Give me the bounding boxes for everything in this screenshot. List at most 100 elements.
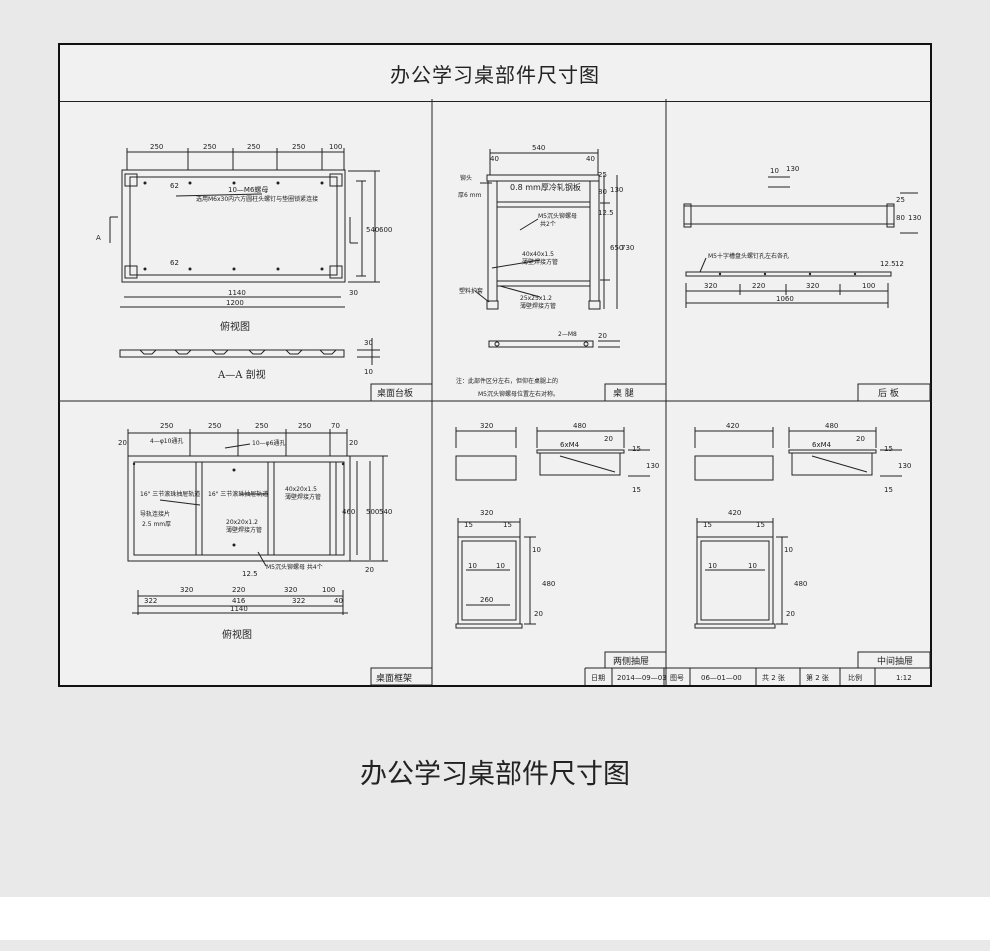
desktop-dim-1200: 1200 <box>226 299 244 307</box>
frame-dim-row2-1: 416 <box>232 597 246 605</box>
desktop-marker-a: A <box>96 234 101 242</box>
back-dim-130: 130 <box>908 214 921 222</box>
frame-note-rail1: 16" 三节滚珠抽屉轨道 <box>140 490 200 498</box>
leg-dim-12-5: 12.5 <box>598 209 614 217</box>
side-drawer-dim-20: 20 <box>604 435 613 443</box>
side-drawer-dim-480b: 480 <box>542 580 555 588</box>
frame-panel-name: 桌面框架 <box>376 672 412 684</box>
frame-dim-row1-2: 320 <box>284 586 297 594</box>
title-block-drawing-no-label: 图号 <box>670 674 684 682</box>
desktop-view-label: 俯视图 <box>220 320 250 333</box>
side-drawer-dim-260: 260 <box>480 596 493 604</box>
desktop-section-label: A—A 剖视 <box>217 368 266 381</box>
mid-drawer-dim-15c: 15 <box>703 521 712 529</box>
leg-note-left2: 厚6 mm <box>458 192 482 199</box>
side-drawer-dim-10b: 10 <box>496 562 505 570</box>
mid-drawer-dim-15a: 15 <box>884 445 893 453</box>
back-dim-1060: 1060 <box>776 295 794 303</box>
leg-panel-name: 桌 腿 <box>613 387 634 399</box>
side-drawer-dim-15d: 15 <box>503 521 512 529</box>
desktop-dim-top-4: 100 <box>329 143 342 151</box>
frame-dim-row2-0: 322 <box>144 597 157 605</box>
desktop-dim-62a: 62 <box>170 182 179 190</box>
leg-note-foot: 塑料护套 <box>459 287 483 295</box>
side-drawer-dim-15c: 15 <box>464 521 473 529</box>
leg-footnote-2: M5沉头铆螺母位置左右对称。 <box>478 390 559 398</box>
side-drawer-dim-15b: 15 <box>632 486 641 494</box>
leg-note-m8: 2—M8 <box>558 331 577 338</box>
mid-drawer-panel-name: 中间抽屉 <box>877 655 913 667</box>
desktop-dim-1140: 1140 <box>228 289 246 297</box>
leg-note-pipe1: 40x40x1.5 <box>522 251 554 258</box>
frame-note-hole1: 4—φ10通孔 <box>150 437 183 445</box>
back-dim-12: 12 <box>895 260 904 268</box>
back-dim-bottom-1: 220 <box>752 282 765 290</box>
back-dim-top-0: 10 <box>770 167 779 175</box>
mid-drawer-dim-20b: 20 <box>786 610 795 618</box>
title-block-date-value: 2014—09—03 <box>617 674 667 682</box>
back-drawing <box>683 176 918 308</box>
title-block-drawing-no-value: 06—01—00 <box>701 674 742 682</box>
title-block-date-label: 日期 <box>591 674 605 682</box>
leg-note-plate: 0.8 mm厚冷轧钢板 <box>510 182 581 192</box>
frame-dim-top-2: 250 <box>255 422 268 430</box>
leg-footnote-1: 注：此部件区分左右，但仰在桌腿上的 <box>456 377 558 385</box>
leg-note-pipe2b: 薄壁焊接方管 <box>520 302 556 310</box>
side-drawer-dim-130: 130 <box>646 462 659 470</box>
leg-name-box <box>604 383 667 402</box>
side-drawer-dim-480: 480 <box>573 422 586 430</box>
back-dim-12-5: 12.5 <box>880 260 896 268</box>
leg-note-bolt: M5沉头铆螺母 <box>538 212 577 220</box>
leg-dim-40b: 40 <box>586 155 595 163</box>
side-drawer-dim-10c: 10 <box>532 546 541 554</box>
mid-drawer-dim-420: 420 <box>726 422 739 430</box>
mid-drawer-dim-480: 480 <box>825 422 838 430</box>
frame-dim-right-1: 500 <box>366 508 379 516</box>
mid-drawer-dim-10a: 10 <box>708 562 717 570</box>
mid-drawer-dim-10b: 10 <box>748 562 757 570</box>
leg-note-pipe2: 25x25x1.2 <box>520 295 552 302</box>
drawing-sheet: 办公学习桌部件尺寸图 <box>58 43 932 687</box>
frame-note-pipe: 40x20x1.5 <box>285 486 317 493</box>
back-dim-bottom-2: 320 <box>806 282 819 290</box>
mid-drawer-dim-10c: 10 <box>784 546 793 554</box>
frame-note-pipe2: 20x20x1.2 <box>226 519 258 526</box>
side-drawer-drawing <box>455 427 650 629</box>
frame-dim-row2-3: 40 <box>334 597 343 605</box>
leg-note-pipe1b: 薄壁焊接方管 <box>522 258 558 266</box>
mid-drawer-dim-130: 130 <box>898 462 911 470</box>
frame-note-guide: 导轨连接片 <box>140 510 170 518</box>
technical-drawing: 250 250 250 250 100 1140 1200 30 62 62 1… <box>59 99 931 686</box>
frame-note-pipe-b: 薄壁焊接方管 <box>285 493 321 501</box>
title-block-sheet-no: 第 2 张 <box>806 673 829 682</box>
leg-dim-650: 650 <box>610 244 623 252</box>
desktop-section-dim-1: 10 <box>364 368 373 376</box>
desktop-dim-top-3: 250 <box>292 143 305 151</box>
back-dim-top-1: 130 <box>786 165 799 173</box>
frame-dim-right-3: 20 <box>365 566 374 574</box>
leg-dim-25: 25 <box>598 171 607 179</box>
frame-dim-row1-0: 320 <box>180 586 193 594</box>
page-caption: 办公学习桌部件尺寸图 <box>360 759 630 790</box>
leg-dim-730: 730 <box>621 244 634 252</box>
frame-dim-1140: 1140 <box>230 605 248 613</box>
frame-drawing <box>127 429 388 615</box>
title-block-scale-label: 比例 <box>848 673 862 682</box>
leg-dim-80: 80 <box>598 188 607 196</box>
frame-dim-right-2: 540 <box>379 508 392 516</box>
frame-note-rail2: 16" 三节滚珠抽屉轨道 <box>208 490 268 498</box>
frame-note-pipe2b: 薄壁焊接方管 <box>226 526 262 534</box>
back-dim-25: 25 <box>896 196 905 204</box>
frame-note-guide2: 2.5 mm厚 <box>142 521 171 528</box>
frame-dim-20a: 20 <box>118 439 127 447</box>
frame-dim-top-1: 250 <box>208 422 221 430</box>
back-note-screw: M5十字槽盘头螺钉孔左右各孔 <box>708 252 789 260</box>
back-name-box <box>857 383 931 402</box>
desktop-panel-name: 桌面台板 <box>377 387 413 399</box>
leg-drawing <box>474 149 620 348</box>
leg-dim-40a: 40 <box>490 155 499 163</box>
title-block-scale-value: 1:12 <box>896 674 912 682</box>
leg-dim-20: 20 <box>598 332 607 340</box>
desktop-inner <box>129 176 338 276</box>
mid-drawer-dim-15b: 15 <box>884 486 893 494</box>
